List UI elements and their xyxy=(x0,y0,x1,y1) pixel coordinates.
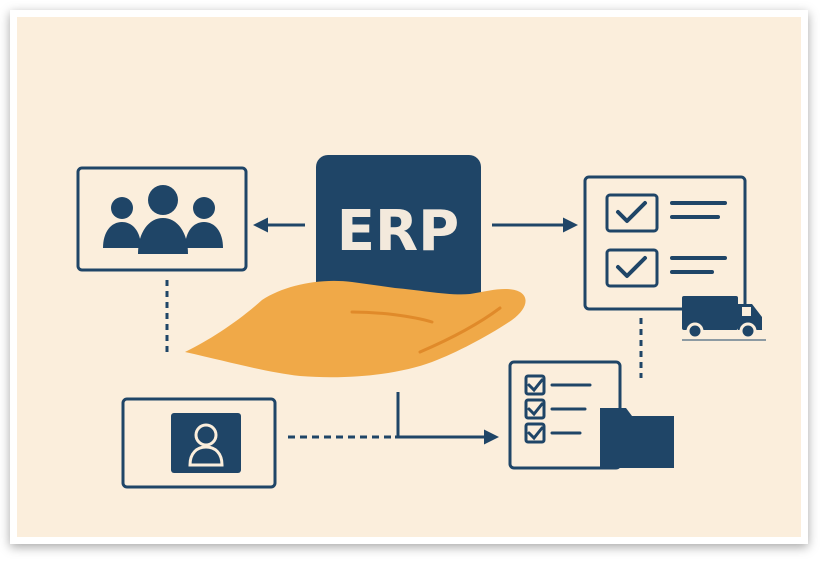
erp-label: ERP xyxy=(337,199,459,264)
user-profile-icon xyxy=(171,413,241,473)
user-profile-node xyxy=(121,397,277,489)
delivery-truck-icon xyxy=(682,296,766,341)
checklist-icon xyxy=(605,193,727,288)
erp-block: ERP xyxy=(316,155,481,315)
checklist-small-icon xyxy=(524,374,592,444)
folder-icon xyxy=(600,408,674,468)
team-node xyxy=(76,166,248,272)
connectors xyxy=(165,217,643,445)
hand-icon xyxy=(185,280,526,378)
team-icon xyxy=(103,185,223,254)
documents-folder-node xyxy=(508,360,674,470)
checklist-delivery-node xyxy=(583,175,766,341)
